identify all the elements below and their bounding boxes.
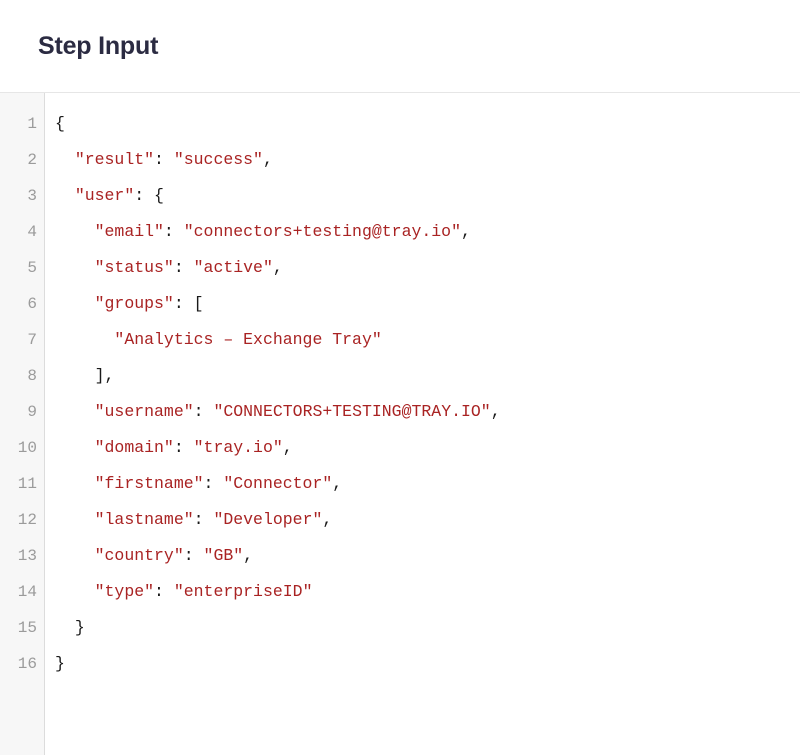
line-number: 3 (27, 187, 37, 205)
line-number: 5 (27, 259, 37, 277)
line-number: 10 (17, 439, 37, 457)
json-punctuation-token: , (262, 150, 273, 169)
json-punctuation-token: : (193, 402, 214, 421)
json-string-token: "CONNECTORS+TESTING@TRAY.IO" (213, 402, 491, 421)
line-number: 1 (27, 115, 37, 133)
code-indent (55, 186, 75, 205)
code-indent (55, 402, 95, 421)
code-indent (55, 222, 95, 241)
json-string-token: "enterpriseID" (173, 582, 313, 601)
json-punctuation-token: ], (94, 366, 115, 385)
code-line: ], (55, 358, 800, 394)
json-punctuation-token: , (282, 438, 293, 457)
line-number: 7 (27, 331, 37, 349)
code-line: } (55, 646, 800, 682)
json-punctuation-token: : (173, 438, 194, 457)
code-line: { (55, 106, 800, 142)
code-line: "Analytics – Exchange Tray" (55, 322, 800, 358)
code-line: "domain": "tray.io", (55, 430, 800, 466)
json-punctuation-token: : [ (173, 294, 204, 313)
json-string-token: "GB" (203, 546, 244, 565)
json-punctuation-token: , (322, 510, 333, 529)
json-string-token: "Developer" (213, 510, 323, 529)
json-punctuation-token: : (183, 546, 204, 565)
json-string-token: "firstname" (94, 474, 204, 493)
code-indent (55, 258, 95, 277)
json-punctuation-token: } (74, 618, 85, 637)
code-indent (55, 546, 95, 565)
code-line: "lastname": "Developer", (55, 502, 800, 538)
json-punctuation-token: , (243, 546, 254, 565)
code-line: "username": "CONNECTORS+TESTING@TRAY.IO"… (55, 394, 800, 430)
json-punctuation-token: : (163, 222, 184, 241)
json-string-token: "result" (74, 150, 155, 169)
code-content-area[interactable]: { "result": "success", "user": { "email"… (45, 93, 800, 755)
json-string-token: "Analytics – Exchange Tray" (114, 330, 382, 349)
json-string-token: "country" (94, 546, 184, 565)
code-indent (55, 510, 95, 529)
line-number: 14 (17, 583, 37, 601)
json-punctuation-token: : { (134, 186, 164, 205)
line-number: 16 (17, 655, 37, 673)
json-string-token: "user" (74, 186, 135, 205)
code-indent (55, 294, 95, 313)
code-line: "user": { (55, 178, 800, 214)
code-indent (55, 330, 114, 349)
json-string-token: "groups" (94, 294, 174, 313)
json-string-token: "connectors+testing@tray.io" (183, 222, 461, 241)
line-number: 2 (27, 151, 37, 169)
line-number: 8 (27, 367, 37, 385)
code-line: "email": "connectors+testing@tray.io", (55, 214, 800, 250)
json-punctuation-token: : (154, 150, 174, 169)
code-indent (55, 474, 95, 493)
json-punctuation-token: , (332, 474, 343, 493)
json-punctuation-token: : (173, 258, 194, 277)
code-line: "firstname": "Connector", (55, 466, 800, 502)
code-indent (55, 582, 95, 601)
code-indent (55, 618, 75, 637)
code-line: "groups": [ (55, 286, 800, 322)
code-indent (55, 150, 75, 169)
code-line: "type": "enterpriseID" (55, 574, 800, 610)
json-punctuation-token: : (203, 474, 224, 493)
json-punctuation-token: , (272, 258, 283, 277)
json-string-token: "email" (94, 222, 164, 241)
json-string-token: "type" (94, 582, 155, 601)
code-indent (55, 366, 95, 385)
line-number: 6 (27, 295, 37, 313)
json-string-token: "domain" (94, 438, 174, 457)
json-punctuation-token: , (490, 402, 501, 421)
code-line: } (55, 610, 800, 646)
json-string-token: "success" (173, 150, 263, 169)
code-line: "result": "success", (55, 142, 800, 178)
code-line: "country": "GB", (55, 538, 800, 574)
json-string-token: "Connector" (223, 474, 333, 493)
code-line: "status": "active", (55, 250, 800, 286)
line-number: 13 (17, 547, 37, 565)
line-number: 4 (27, 223, 37, 241)
json-string-token: "lastname" (94, 510, 194, 529)
line-number: 12 (17, 511, 37, 529)
json-punctuation-token: : (154, 582, 174, 601)
json-punctuation-token: , (460, 222, 471, 241)
json-punctuation-token: } (55, 654, 65, 673)
json-punctuation-token: : (193, 510, 214, 529)
json-string-token: "username" (94, 402, 194, 421)
line-number: 15 (17, 619, 37, 637)
line-number: 11 (17, 475, 37, 493)
panel-header: Step Input (0, 0, 800, 92)
json-string-token: "active" (193, 258, 273, 277)
json-punctuation-token: { (55, 114, 65, 133)
json-string-token: "status" (94, 258, 174, 277)
code-indent (55, 438, 95, 457)
line-number: 9 (27, 403, 37, 421)
json-string-token: "tray.io" (193, 438, 283, 457)
page-title: Step Input (38, 31, 159, 60)
